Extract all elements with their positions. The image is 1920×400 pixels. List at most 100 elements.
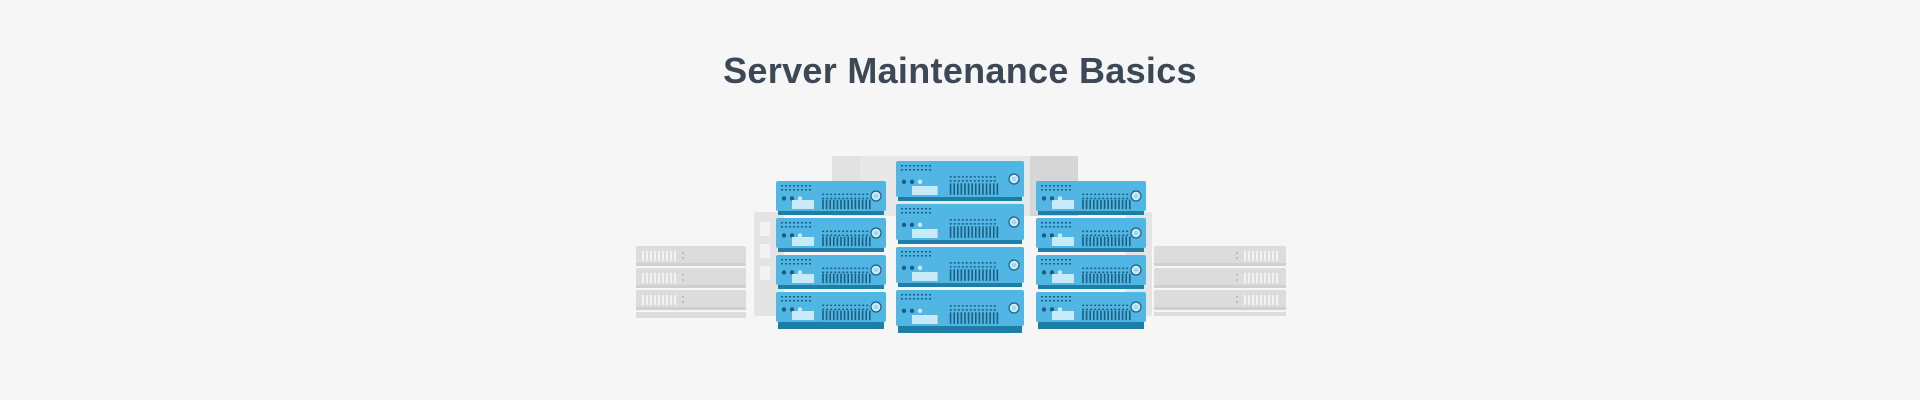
vent-dot: [838, 234, 841, 237]
rack-base: [778, 325, 884, 329]
vent-dot: [834, 234, 837, 237]
vent-dot: [949, 309, 952, 311]
vent-dot: [1065, 189, 1067, 191]
vent-dot: [830, 230, 833, 233]
vent-dot: [929, 165, 931, 167]
vent-dot: [961, 305, 964, 307]
vent-bar: [967, 312, 970, 324]
vent-dot: [850, 271, 853, 274]
vent-dot: [921, 169, 923, 171]
vent-dot: [1110, 234, 1113, 237]
vent-dot: [838, 193, 841, 196]
vent-dot: [929, 298, 931, 300]
vent-dot: [834, 197, 837, 200]
vent-bar: [1096, 310, 1099, 321]
vent-dot: [1061, 300, 1063, 302]
vent-dot: [801, 300, 803, 302]
vent-dot: [1086, 267, 1089, 270]
vent-dot: [905, 212, 907, 214]
vent-dot: [809, 189, 811, 191]
unit-base: [636, 307, 746, 310]
vent-dot: [850, 304, 853, 307]
vent-dot: [1057, 189, 1059, 191]
vent-bar: [840, 310, 842, 321]
vent-dot: [842, 308, 845, 311]
vent-bar: [1082, 199, 1084, 210]
vent-dot: [909, 212, 911, 214]
vent-dot: [866, 197, 869, 200]
vent-dot: [834, 271, 837, 274]
vent-slot: [1276, 273, 1278, 283]
vent-dot: [969, 219, 972, 221]
vent-dot: [785, 259, 787, 261]
vent-dot: [921, 208, 923, 210]
vent-dot: [973, 176, 976, 178]
vent-bar: [854, 236, 857, 247]
vent-dot: [1053, 263, 1055, 265]
vent-slot: [760, 222, 770, 236]
vent-bar: [967, 269, 970, 281]
vent-dot: [842, 193, 845, 196]
server-base: [1038, 322, 1144, 326]
vent-dot: [1057, 259, 1059, 261]
vent-dot: [1122, 193, 1125, 196]
vent-bar: [953, 312, 955, 324]
status-led: [797, 196, 803, 201]
vent-bar: [989, 269, 991, 281]
vent-bar: [1111, 199, 1113, 210]
vent-dot: [826, 234, 829, 237]
vent-bar: [1096, 273, 1099, 284]
vent-dot: [1102, 230, 1105, 233]
status-led: [797, 270, 803, 275]
vent-dot: [917, 298, 919, 300]
vent-dot: [838, 304, 841, 307]
status-led: [917, 308, 923, 314]
vent-bar: [953, 269, 955, 281]
vent-dot: [901, 212, 903, 214]
vent-dot: [1114, 193, 1117, 196]
server-unit: [776, 255, 886, 289]
vent-dot: [862, 308, 865, 311]
vent-dot: [1061, 296, 1063, 298]
vent-dot: [801, 263, 803, 265]
vent-bar: [840, 199, 842, 210]
vent-dot: [989, 219, 992, 221]
vent-bar: [1111, 310, 1113, 321]
unit-base: [1154, 285, 1286, 288]
vent-dot: [973, 305, 976, 307]
vent-dot: [785, 185, 787, 187]
indicator-dot: [682, 252, 684, 254]
vent-dot: [1086, 308, 1089, 311]
vent-dot: [909, 169, 911, 171]
vent-dot: [961, 266, 964, 268]
vent-dot: [1098, 308, 1101, 311]
vent-dot: [1082, 197, 1085, 200]
vent-dot: [1110, 267, 1113, 270]
vent-bar: [964, 183, 966, 195]
vent-dot: [797, 222, 799, 224]
vent-bar: [960, 183, 963, 195]
vent-dot: [1061, 222, 1063, 224]
vent-bar: [1114, 236, 1117, 247]
drive-bay: [1052, 237, 1074, 246]
vent-dot: [921, 294, 923, 296]
vent-slot: [658, 273, 660, 283]
vent-dot: [1065, 222, 1067, 224]
vent-slot: [646, 251, 648, 261]
vent-slot: [658, 295, 660, 305]
status-led: [1041, 233, 1047, 238]
vent-dot: [1126, 197, 1129, 200]
vent-slot: [1256, 295, 1258, 305]
vent-dot: [969, 176, 972, 178]
vent-slot: [1276, 295, 1278, 305]
vent-dot: [1118, 271, 1121, 274]
vent-dot: [905, 165, 907, 167]
vent-dot: [793, 189, 795, 191]
vent-bar: [985, 226, 988, 238]
vent-slot: [1244, 295, 1246, 305]
vent-bar: [836, 199, 839, 210]
vent-slot: [670, 273, 672, 283]
vent-dot: [793, 259, 795, 261]
vent-dot: [929, 208, 931, 210]
vent-dot: [826, 308, 829, 311]
